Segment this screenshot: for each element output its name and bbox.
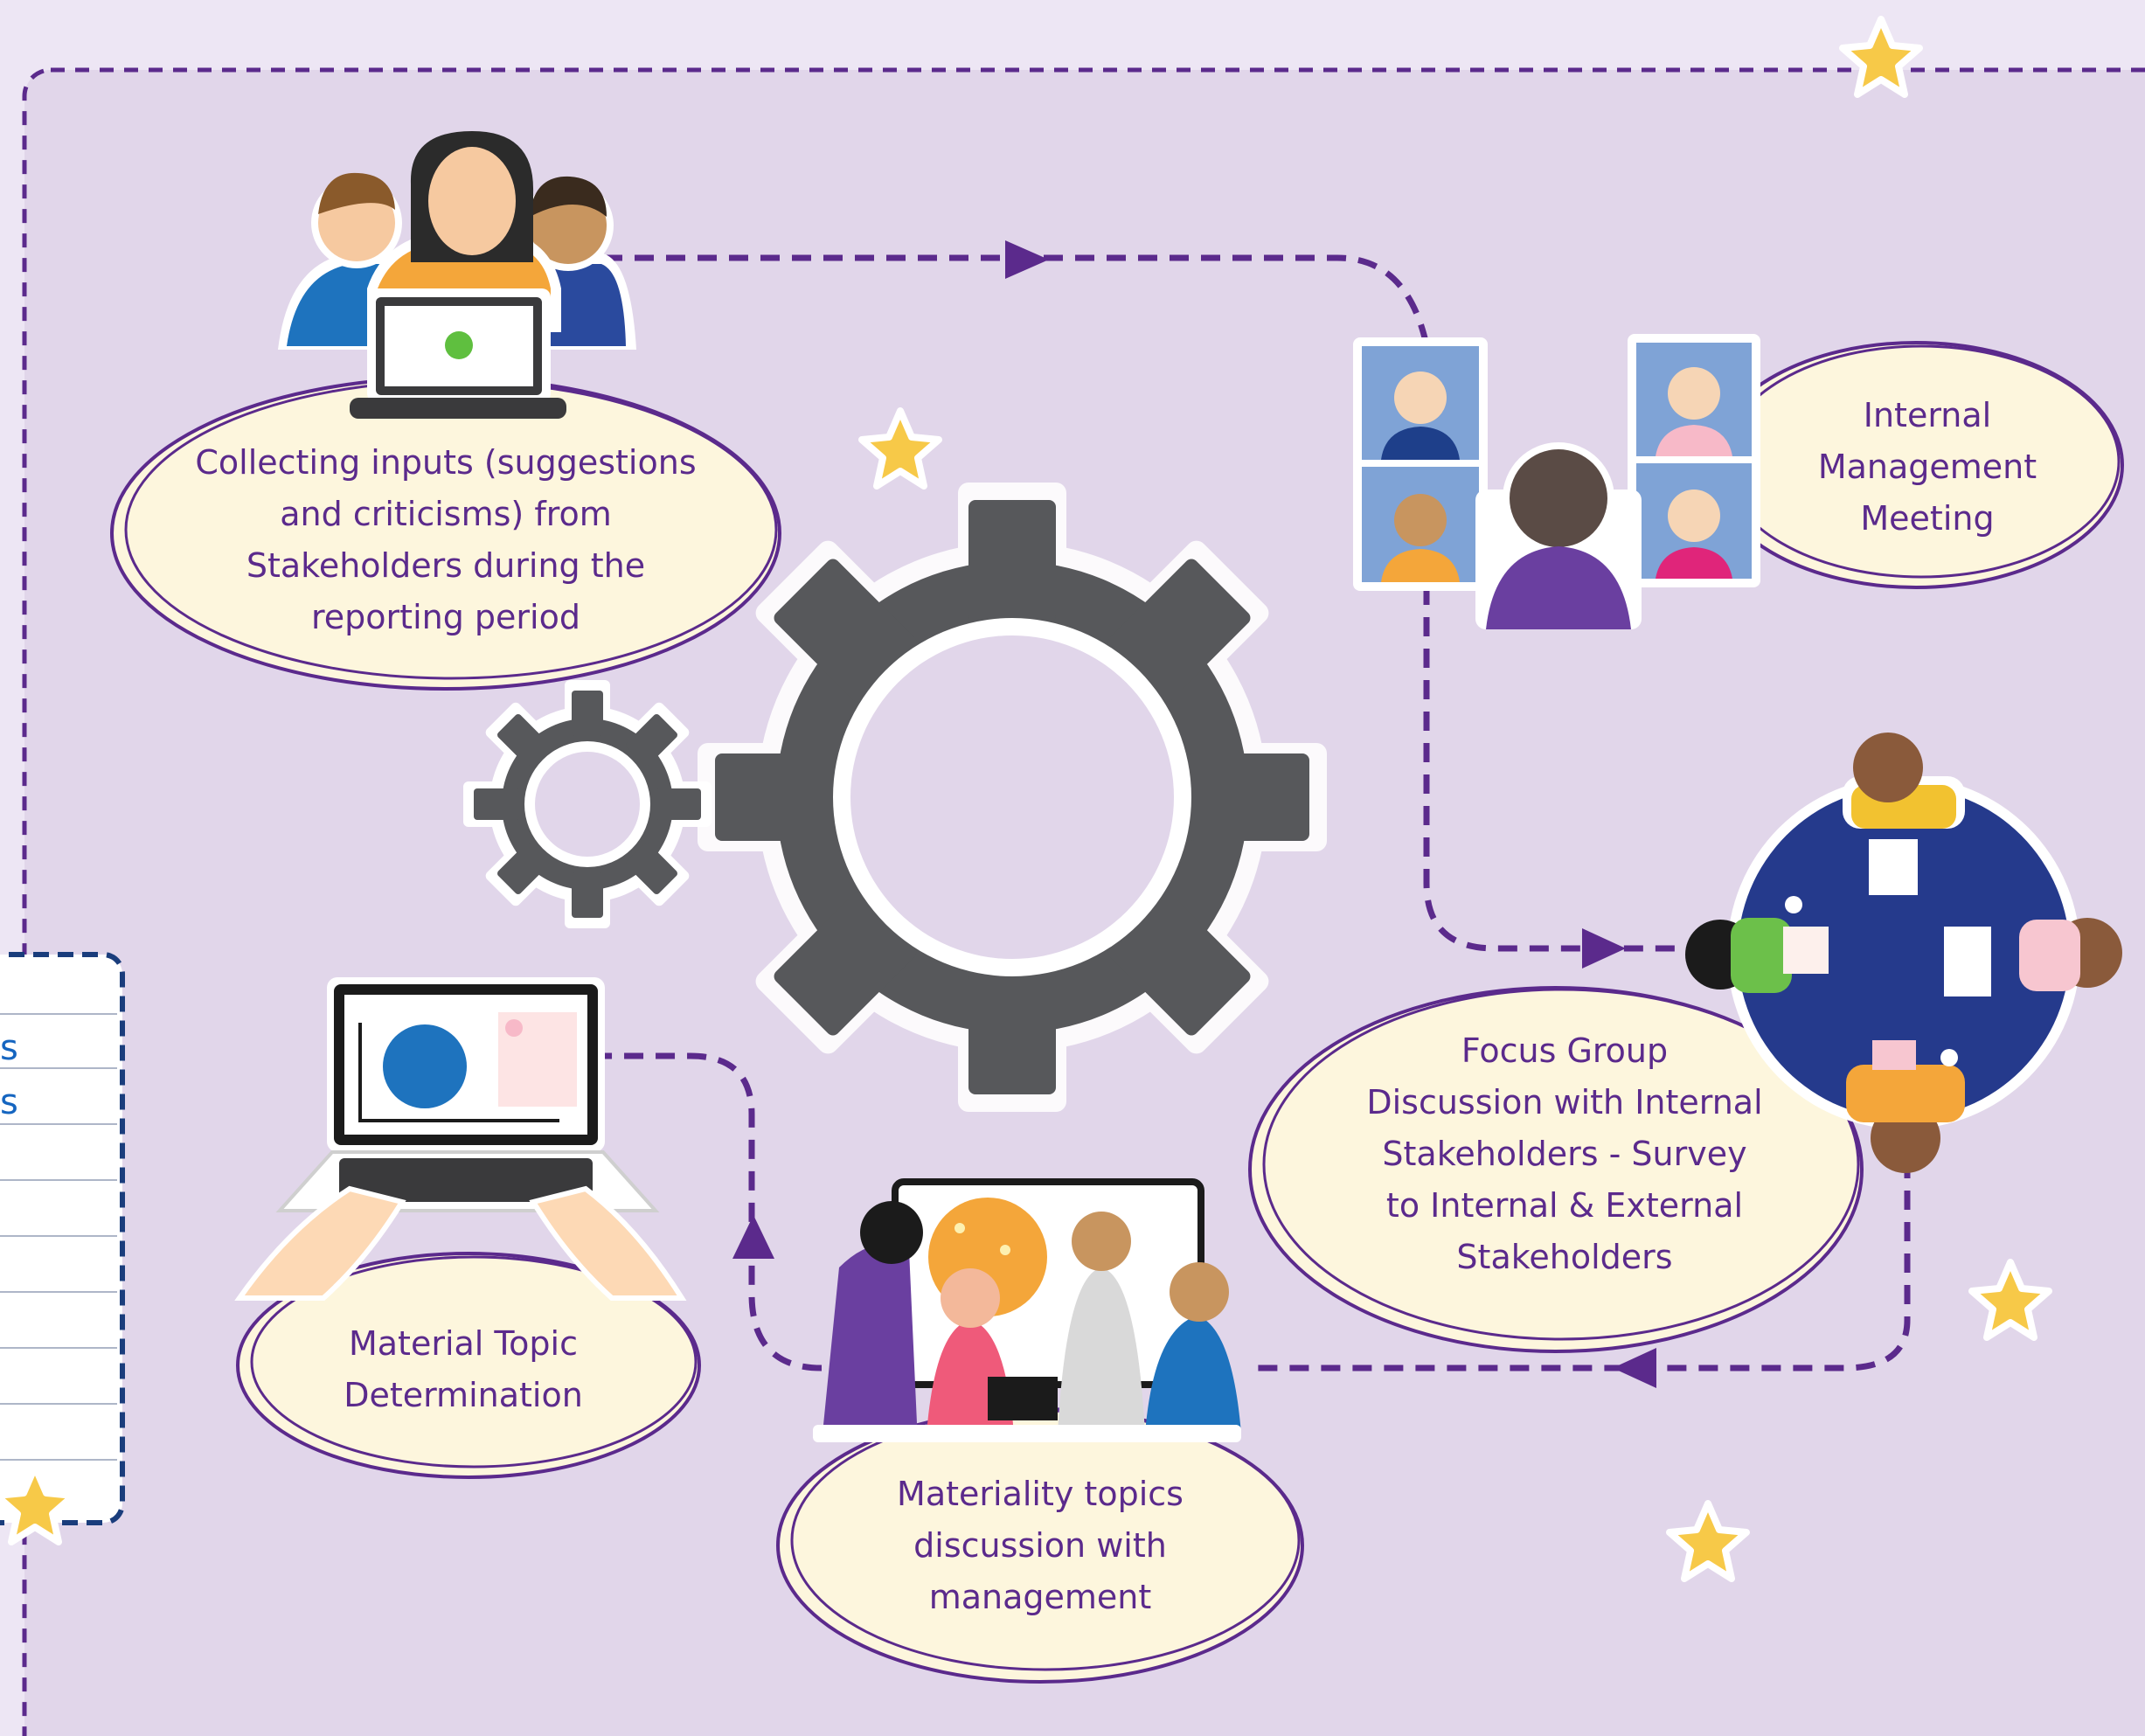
ellipse-focus-group: [1248, 986, 1864, 1353]
step-label-focus-group: Focus Group Discussion with Internal Sta…: [1366, 1031, 1763, 1276]
large-gear-icon: [698, 483, 1327, 1112]
small-gear-icon: [463, 680, 712, 928]
step-label-internal-meeting: Internal Management Meeting: [1817, 396, 2037, 538]
video-meeting-icon: [1353, 334, 1760, 629]
arrow-head-3: [1613, 1348, 1656, 1388]
step-label-collecting-inputs: Collecting inputs (suggestions and criti…: [195, 443, 697, 636]
arrow-head-2: [1582, 928, 1626, 969]
arrow-head-4: [732, 1215, 774, 1259]
step-label-material-topic: Material Topic Determination: [344, 1324, 583, 1414]
team-presentation-icon: [813, 1178, 1241, 1442]
side-panel-text-2: s: [0, 1082, 18, 1122]
flow-arrows: [603, 254, 1911, 1371]
side-panel: s s: [0, 952, 125, 1525]
stakeholders-laptop-icon: [278, 131, 636, 419]
arrow-head-1: [1005, 240, 1049, 279]
step-label-materiality-discussion: Materiality topics discussion with manag…: [897, 1475, 1184, 1616]
ellipse-material-topic: [236, 1252, 701, 1479]
side-panel-text-1: s: [0, 1028, 18, 1068]
round-table-icon: [1685, 733, 2122, 1173]
laptop-chart-icon: [234, 977, 687, 1301]
